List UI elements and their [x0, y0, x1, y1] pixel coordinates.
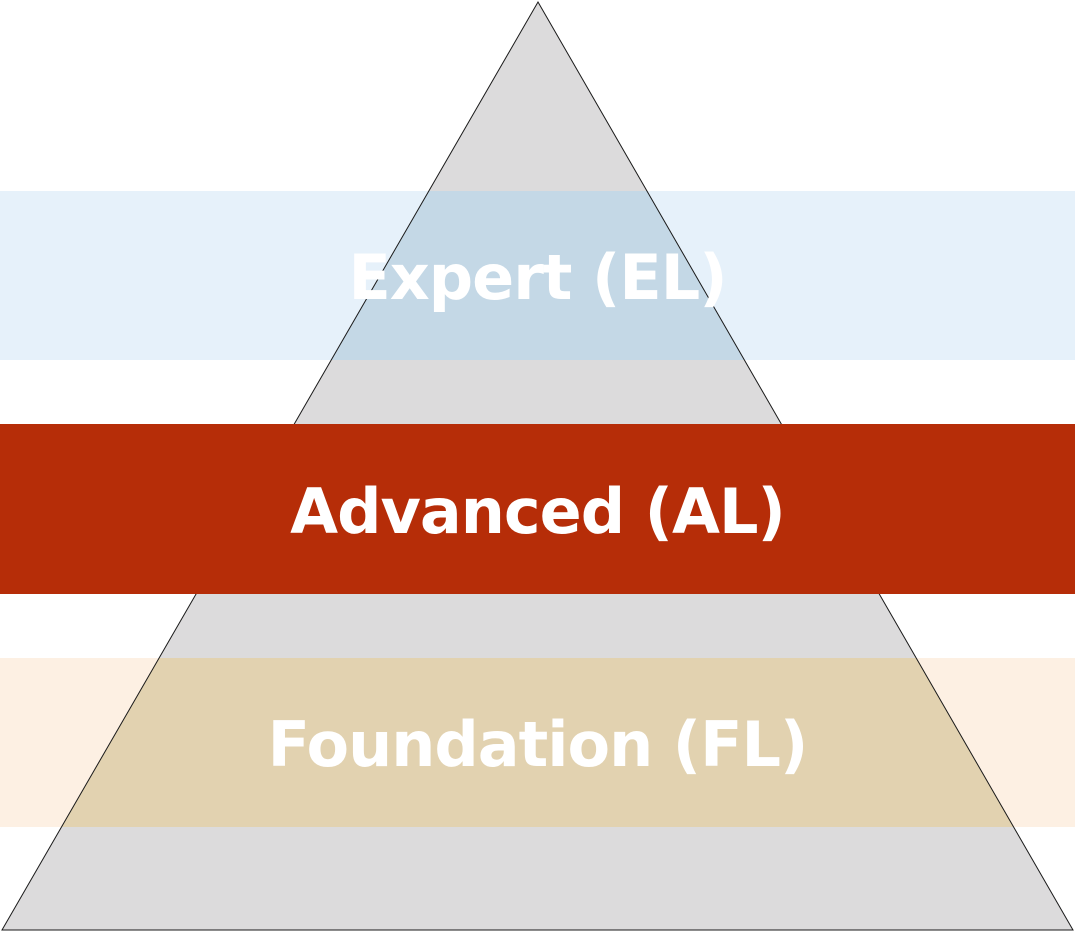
- pyramid-foundation-segment: [2, 658, 1073, 827]
- advanced-band-overlay: [0, 424, 1075, 594]
- advanced-level-label: Advanced (AL): [290, 475, 786, 548]
- foundation-level-label: Foundation (FL): [267, 708, 809, 781]
- expert-level-label: Expert (EL): [348, 241, 727, 314]
